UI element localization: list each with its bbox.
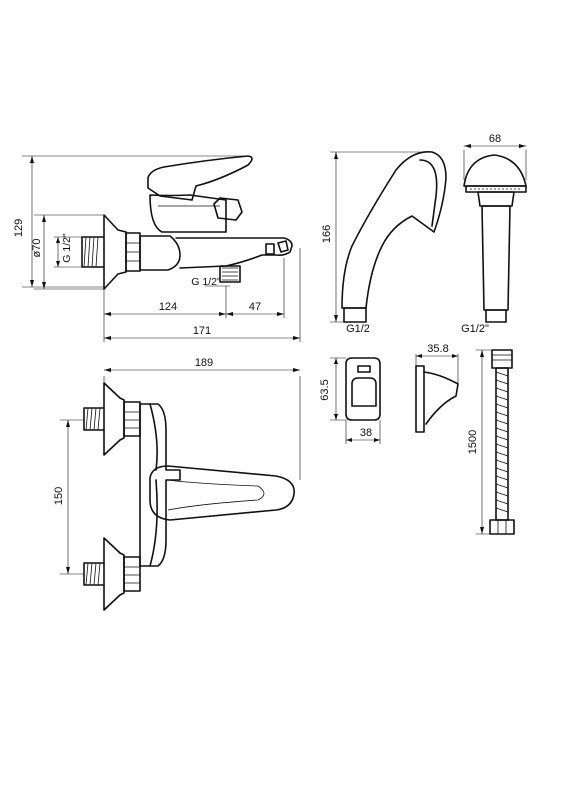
hand-shower-side-view [330,151,447,323]
dim-handshower-thread: G1/2 [346,323,370,335]
dim-mixer-diameter: ø70 [31,239,43,258]
dim-handshower-width: 68 [489,133,501,145]
dim-hose-thread: G1/2" [461,323,489,335]
dim-inlet-spacing: 150 [53,487,65,505]
shower-hose [476,349,515,535]
dim-spout-extra: 47 [249,301,261,313]
dimension-labels: 129 ø70 G 1/2" G 1/2" 124 47 171 189 150… [13,133,501,505]
dim-holder-depth: 35.8 [427,343,448,355]
dim-outlet-distance: 124 [159,301,177,313]
dim-mixer-height: 129 [13,219,25,237]
dim-total-width: 189 [195,357,213,369]
hand-shower-front-view [463,144,527,323]
dim-outlet-thread: G 1/2" [191,276,221,288]
mixer-side-view [22,155,301,342]
dim-holder-width: 38 [360,427,372,439]
wall-holder-front-view [330,357,381,444]
dim-hose-length: 1500 [467,430,479,454]
dim-handshower-length: 166 [321,225,333,243]
dim-inlet-thread: G 1/2" [61,233,73,263]
dim-total-depth: 171 [193,325,211,337]
wall-holder-side-view [415,354,459,433]
mixer-top-view [60,368,301,611]
dim-holder-height: 63.5 [319,379,331,400]
